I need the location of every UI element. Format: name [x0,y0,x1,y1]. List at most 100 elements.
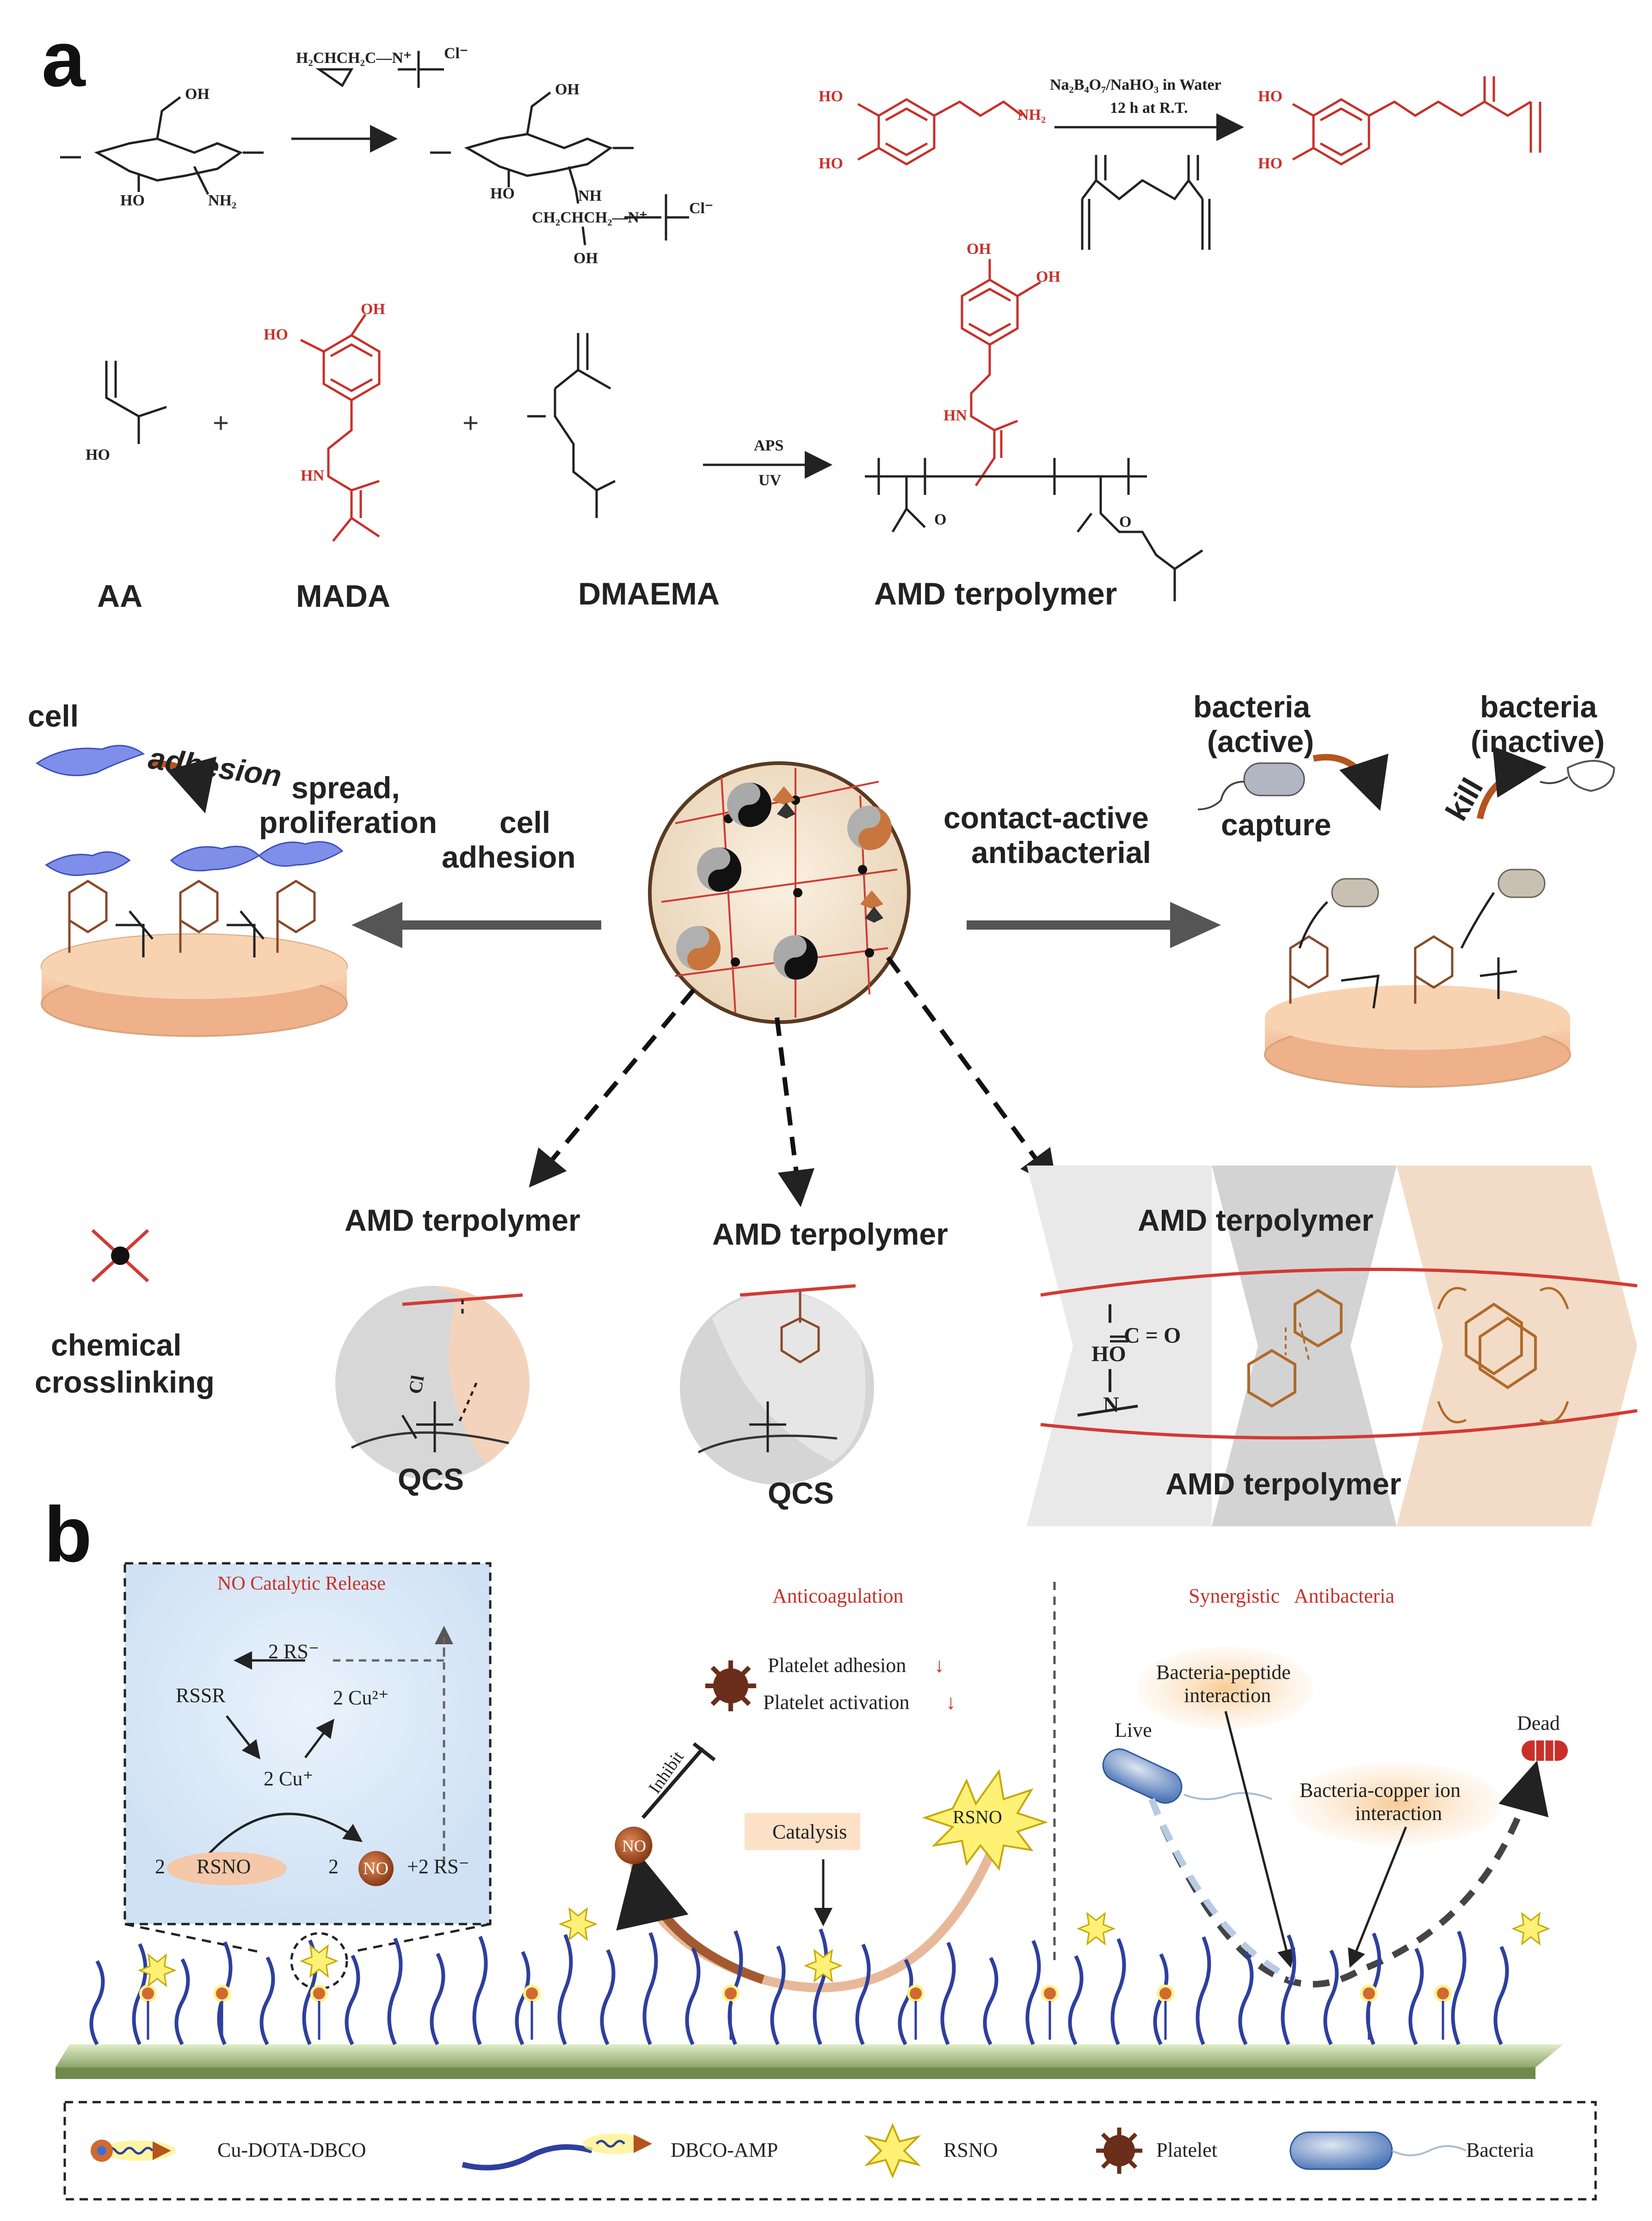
label-mada: MADA [296,579,390,614]
anticoagulation-cycle [615,1660,1048,1993]
rsno-star-icon [864,2122,921,2179]
chem-oh: OH [967,241,991,258]
synergistic-antibacteria [1102,1647,1568,1988]
rsno-star-label: RSNO [953,1807,1002,1827]
chem-nh2: NH₂ [1017,106,1046,123]
chem-ho: HO [819,155,843,172]
carbonyl-label: C = O [1124,1323,1181,1348]
bacteria-active-state: (active) [1207,724,1314,759]
dopamine-reaction [857,98,1023,166]
legend-label-platelet: Platelet [1156,2139,1217,2161]
chemical-label: chemical [51,1328,182,1362]
legend-box [63,2101,1597,2201]
rsno-star [558,1907,598,1941]
amp-brush [515,1951,530,2045]
amd-terpolymer-label-4: AMD terpolymer [1165,1467,1401,1501]
chem-hn: HN [943,407,967,424]
rsno-star [1511,1912,1551,1946]
rssr-label: RSSR [176,1684,226,1707]
reagent-counter-ion: Cl⁻ [444,45,468,62]
legend-label-rsno: RSNO [943,2139,998,2161]
amp-brush [1110,1938,1126,2045]
amp-brush [770,1945,786,2045]
amp-brush [898,1959,913,2045]
panel-label-b: b [44,1491,92,1579]
no-catalytic-release-title: NO Catalytic Release [217,1573,386,1594]
amp-brush [345,1955,360,2045]
bacteria-copper-label: Bacteria-copper ion [1300,1779,1461,1801]
chem-ho: HO [490,185,515,202]
rsno-coefficient: 2 [155,1855,165,1878]
rsno-star [803,1949,843,1983]
chem-ho: HO [1258,155,1282,172]
antibacterial-disk [1197,746,1615,1088]
cell-adhesion-label-2: adhesion [442,840,576,874]
amp-brush [1068,1955,1084,2045]
no-release-box [123,1562,492,1925]
label-dmaema: DMAEMA [578,576,720,611]
rs-minus-label: 2 RS⁻ [268,1640,320,1663]
proliferation-label: proliferation [259,805,438,839]
chem-oh: OH [555,81,579,98]
amd-terpolymer-label-1: AMD terpolymer [345,1203,580,1237]
chem-oh: OH [185,86,210,103]
cu2-label: 2 Cu²⁺ [333,1686,389,1709]
hydroxyl-label: HO [1091,1342,1126,1366]
cu-dota-anchor [310,1985,328,2002]
cu-dota-anchor [907,1985,925,2002]
amp-brush [387,1937,403,2045]
synergistic-title: Synergistic Antibacteria [1189,1585,1395,1607]
reaction-conditions: Na₂B₄O₇/NaHO₃ in Water [1050,76,1221,93]
plus-sign: + [462,407,479,438]
amp-brush [1451,1931,1467,2045]
cu-dota-anchor [722,1985,740,2002]
amp-brush [600,1949,616,2045]
mada-product [1292,76,1541,166]
cu-dota-anchor [213,1985,231,2002]
cu-dota-anchor [1434,1985,1452,2002]
network-circle [648,761,911,1024]
chem-ho: HO [1258,88,1282,105]
amp-brush [1493,1946,1509,2045]
cu-dota-anchor [1041,1985,1059,2002]
amp-brush [983,1957,999,2045]
no-coefficient: 2 [328,1855,339,1878]
dbco-amp-icon [462,2134,652,2171]
bacteria-copper-interaction: interaction [1355,1802,1442,1825]
chem-oh: OH [361,301,385,318]
platelet-activation-label: Platelet activation [763,1691,910,1714]
legend-label-cu-dota-dbco: Cu-DOTA-DBCO [217,2139,366,2161]
amp-brush [1025,1940,1041,2045]
amd-polymer-backbone [865,458,1203,601]
interaction-circle-1 [335,1286,530,1480]
uv-label: UV [758,472,782,489]
chem-o: O [934,511,947,528]
nitrogen-label: N [1103,1393,1119,1417]
cell-label: cell [28,699,79,733]
rsno-stars [137,1907,1551,1987]
cell-adhesion-label-1: cell [499,805,551,839]
amp-brush [1196,1936,1211,2045]
anticoagulation-title: Anticoagulation [772,1585,904,1607]
cu-dota-anchor [523,1985,541,2002]
chem-ho: HO [86,446,110,463]
amp-brush [1238,1951,1254,2045]
antibacterial-label: antibacterial [971,835,1151,870]
reagent-formula: H₂CHCH₂C—N⁺ [296,49,412,67]
interaction-hexagons [1027,1166,1638,1526]
chem-ho: HO [264,326,288,343]
decrease-arrow: ↓ [946,1691,956,1714]
dmaema-structure [527,333,616,518]
amp-brush [685,1947,701,2045]
qcs-label-2: QCS [768,1476,834,1510]
rs-minus-product: +2 RS⁻ [407,1855,469,1878]
aa-structure [105,361,167,444]
chem-side-chain: CH₂CHCH₂—N⁺ [532,209,647,226]
amp-brush [1323,1950,1339,2045]
cells [36,745,344,876]
chem-oh: OH [1036,268,1060,285]
amp-brush [557,1934,573,2045]
bacteria-peptide-label: Bacteria-peptide [1156,1661,1291,1684]
amd-polymer-red [961,259,1042,487]
no-ball-label: NO [622,1837,646,1855]
